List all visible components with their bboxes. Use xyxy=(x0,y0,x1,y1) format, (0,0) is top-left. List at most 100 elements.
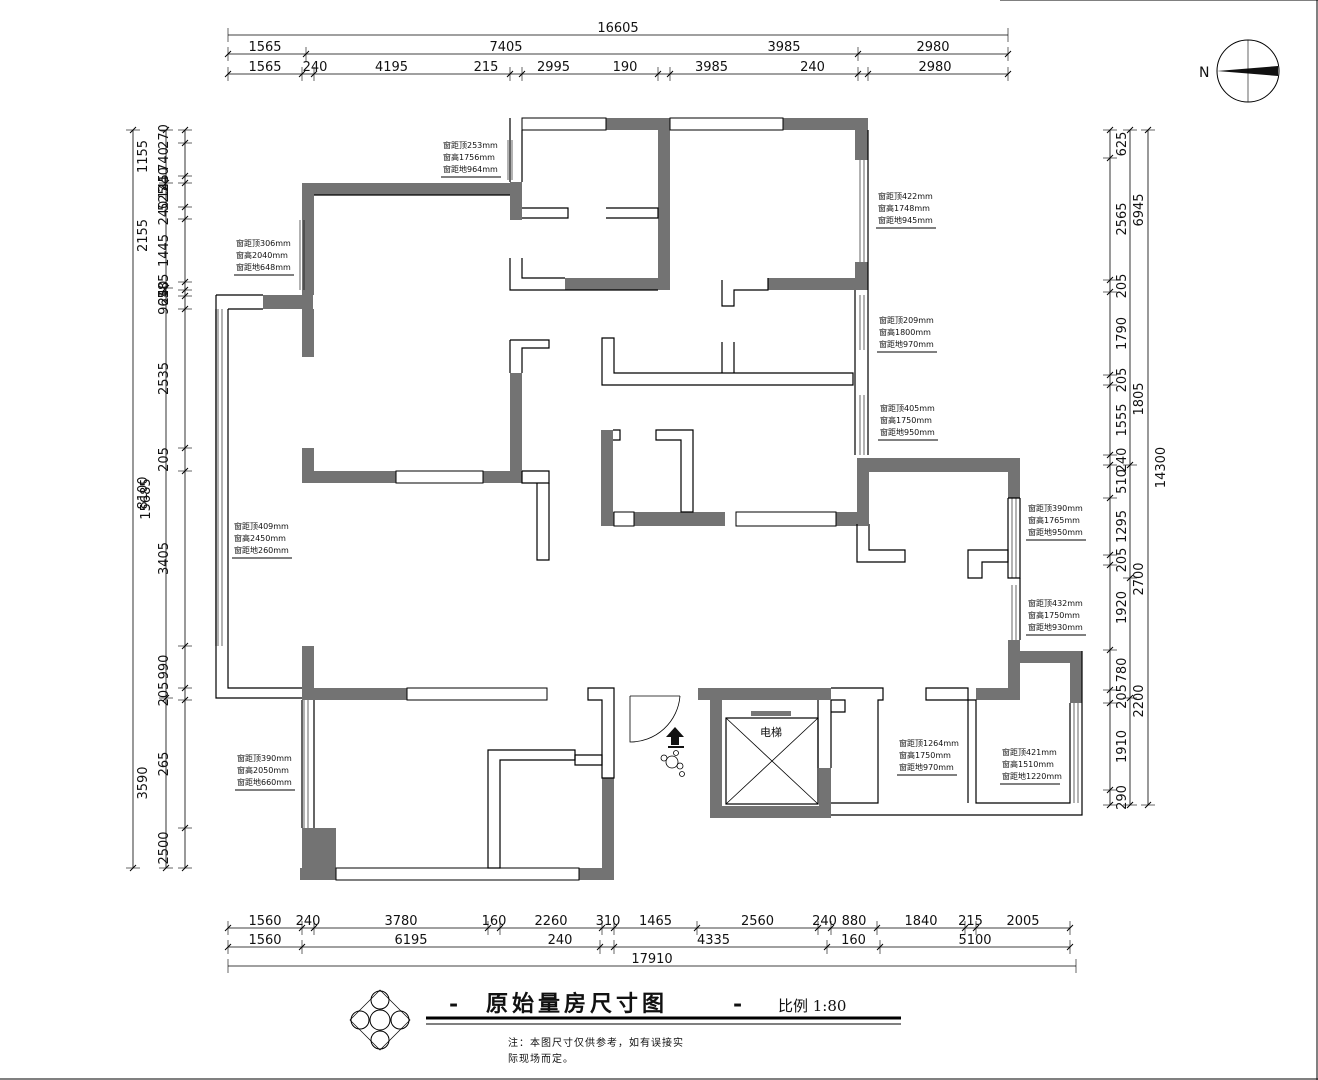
dimension-label: 825 xyxy=(156,0,181,4)
dimension-label: 240 xyxy=(812,914,837,929)
dimension-label: 1910 xyxy=(1115,730,1130,763)
wall-outline xyxy=(601,337,854,386)
window-note-line: 窗距地930mm xyxy=(1028,622,1083,632)
dimension-label: 15685 xyxy=(139,478,154,519)
wall-outline xyxy=(1007,497,1021,579)
window-note-line: 窗距地945mm xyxy=(878,215,933,225)
wall-segment xyxy=(602,778,614,878)
wall-segment xyxy=(768,278,858,290)
dimension-label: 2155 xyxy=(136,219,151,252)
wall-segment xyxy=(613,511,635,527)
wall-outline xyxy=(215,646,302,699)
dimension-label: 270 xyxy=(157,124,172,149)
window-note-line: 窗高1750mm xyxy=(880,415,932,425)
window-note-line: 窗高1756mm xyxy=(443,152,495,162)
dimension-label: 8100 xyxy=(136,476,151,509)
dimension-tick xyxy=(162,284,170,292)
wall-segment xyxy=(395,470,484,484)
dimension-tick xyxy=(224,943,232,951)
wall-outline xyxy=(613,429,621,441)
window-note-line: 窗距顶422mm xyxy=(878,191,933,201)
dimension-tick xyxy=(1106,381,1114,389)
window-note-line: 窗距顶1264mm xyxy=(899,738,959,748)
dimension-label: 6945 xyxy=(1132,193,1147,226)
wall-segment xyxy=(606,118,670,130)
dimension-tick xyxy=(1126,461,1134,469)
dimension-label: 145 xyxy=(157,174,172,199)
wall-segment xyxy=(1008,458,1020,498)
dimension-tick xyxy=(598,924,606,932)
dimension-tick xyxy=(1106,461,1114,469)
wall-segment xyxy=(302,646,314,698)
elevator: 电梯 xyxy=(725,711,819,805)
window-note-line: 窗距顶432mm xyxy=(1028,598,1083,608)
dimension-tick xyxy=(298,924,306,932)
wall-segment xyxy=(669,117,784,131)
dimension-label: 2005 xyxy=(1006,914,1039,929)
dimension-label: 205 xyxy=(157,682,172,707)
dimension-label: 5100 xyxy=(958,933,991,948)
dimension-label: 265 xyxy=(157,752,172,777)
dimension-tick xyxy=(961,924,969,932)
wall-segment xyxy=(565,278,670,290)
window-note-line: 窗距地970mm xyxy=(899,762,954,772)
window-note-line: 窗距顶390mm xyxy=(237,753,292,763)
dimension-tick xyxy=(610,924,618,932)
window-note-line: 窗高1800mm xyxy=(879,327,931,337)
dimension-label: 965 xyxy=(157,290,172,315)
dimension-label: 2560 xyxy=(741,914,774,929)
wall-segment xyxy=(857,458,1020,472)
dimension-label: 3985 xyxy=(767,40,800,55)
wall-segment xyxy=(783,118,868,130)
dimension-label: 240 xyxy=(548,933,573,948)
wall-segment xyxy=(1020,651,1082,663)
wall-outline xyxy=(831,699,846,713)
dimension-tick xyxy=(181,179,189,187)
dimension-label: 1445 xyxy=(157,234,172,267)
dimension-tick xyxy=(1144,801,1152,809)
wall-segment xyxy=(710,688,722,816)
wall-outline xyxy=(655,429,694,513)
wall-outline xyxy=(925,687,969,701)
wall-segment xyxy=(302,183,512,195)
dimension-tick xyxy=(496,924,504,932)
dimension-tick xyxy=(1106,551,1114,559)
dimension-label: 4335 xyxy=(697,933,730,948)
dimension-label: 1565 xyxy=(248,40,281,55)
dimension-tick xyxy=(814,924,822,932)
dimension-label: 205 xyxy=(157,447,172,472)
wall-outline xyxy=(574,754,603,766)
dimension-tick xyxy=(224,70,232,78)
dimension-tick xyxy=(823,943,831,951)
entrance-arrow-icon xyxy=(666,727,684,745)
dimension-tick xyxy=(1066,924,1074,932)
dimension-tick xyxy=(506,70,514,78)
wall-segment xyxy=(302,471,396,483)
dimension-tick xyxy=(1106,451,1114,459)
window-note-line: 窗高1765mm xyxy=(1028,515,1080,525)
dimension-tick xyxy=(1106,686,1114,694)
dimension-tick xyxy=(1004,70,1012,78)
dimension-label: 215 xyxy=(474,60,499,75)
dimension-label: 3780 xyxy=(384,914,417,929)
dimension-tick xyxy=(162,694,170,702)
dimension-label: 2995 xyxy=(537,60,570,75)
window-notes: 窗距顶253mm窗高1756mm窗距地964mm窗距顶422mm窗高1748mm… xyxy=(232,140,1086,791)
dimension-tick xyxy=(873,924,881,932)
north-compass-icon: N xyxy=(1199,39,1280,103)
dimension-tick xyxy=(1106,494,1114,502)
dimension-tick xyxy=(610,943,618,951)
window-note-line: 窗高2040mm xyxy=(236,250,288,260)
wall-outline xyxy=(967,699,1071,804)
dimension-tick xyxy=(162,126,170,134)
wall-segment xyxy=(857,458,869,524)
dimension-label: 240 xyxy=(303,60,328,75)
dimension-tick xyxy=(1106,276,1114,284)
dimension-tick xyxy=(181,864,189,872)
